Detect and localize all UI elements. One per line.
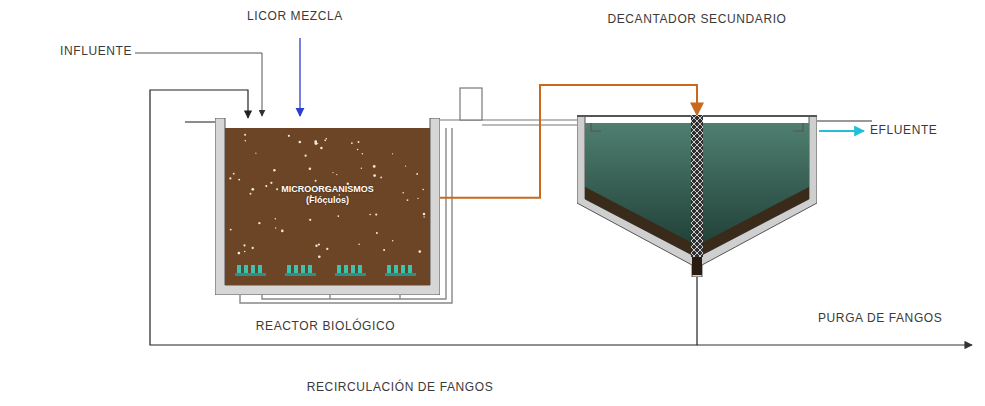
outlet-channel: [440, 120, 577, 125]
junction-box: [460, 88, 482, 120]
secondary-clarifier-outline: [577, 115, 817, 277]
mixed-liquor-arrow: [299, 38, 300, 116]
inlet-channel: [185, 121, 216, 123]
secondary-clarifier: DECANTADOR SECUNDARIO: [577, 115, 817, 277]
reactor-content-label: MICROORGANISMOS (Flóculos): [278, 184, 378, 207]
effluent-label: EFLUENTE: [870, 123, 937, 137]
edge-label: RECIRCULACIÓN DE FANGOS: [307, 380, 494, 394]
reactor-heading: REACTOR BIOLÓGICO: [256, 319, 395, 333]
mixed-liquor-label: LICOR MEZCLA: [247, 9, 343, 23]
biological-reactor: MICROORGANISMOS (Flóculos)REACTOR BIOLÓG…: [215, 118, 440, 295]
purge-line: [697, 344, 972, 345]
influent-line: [135, 53, 262, 116]
effluent-arrow: [819, 130, 864, 132]
purge-label: PURGA DE FANGOS: [818, 311, 942, 325]
influent-label: INFLUENTE: [60, 44, 132, 58]
biological-reactor-outline: [215, 118, 440, 295]
effluent-channel: [817, 120, 872, 121]
clarifier-heading: DECANTADOR SECUNDARIO: [607, 12, 786, 26]
